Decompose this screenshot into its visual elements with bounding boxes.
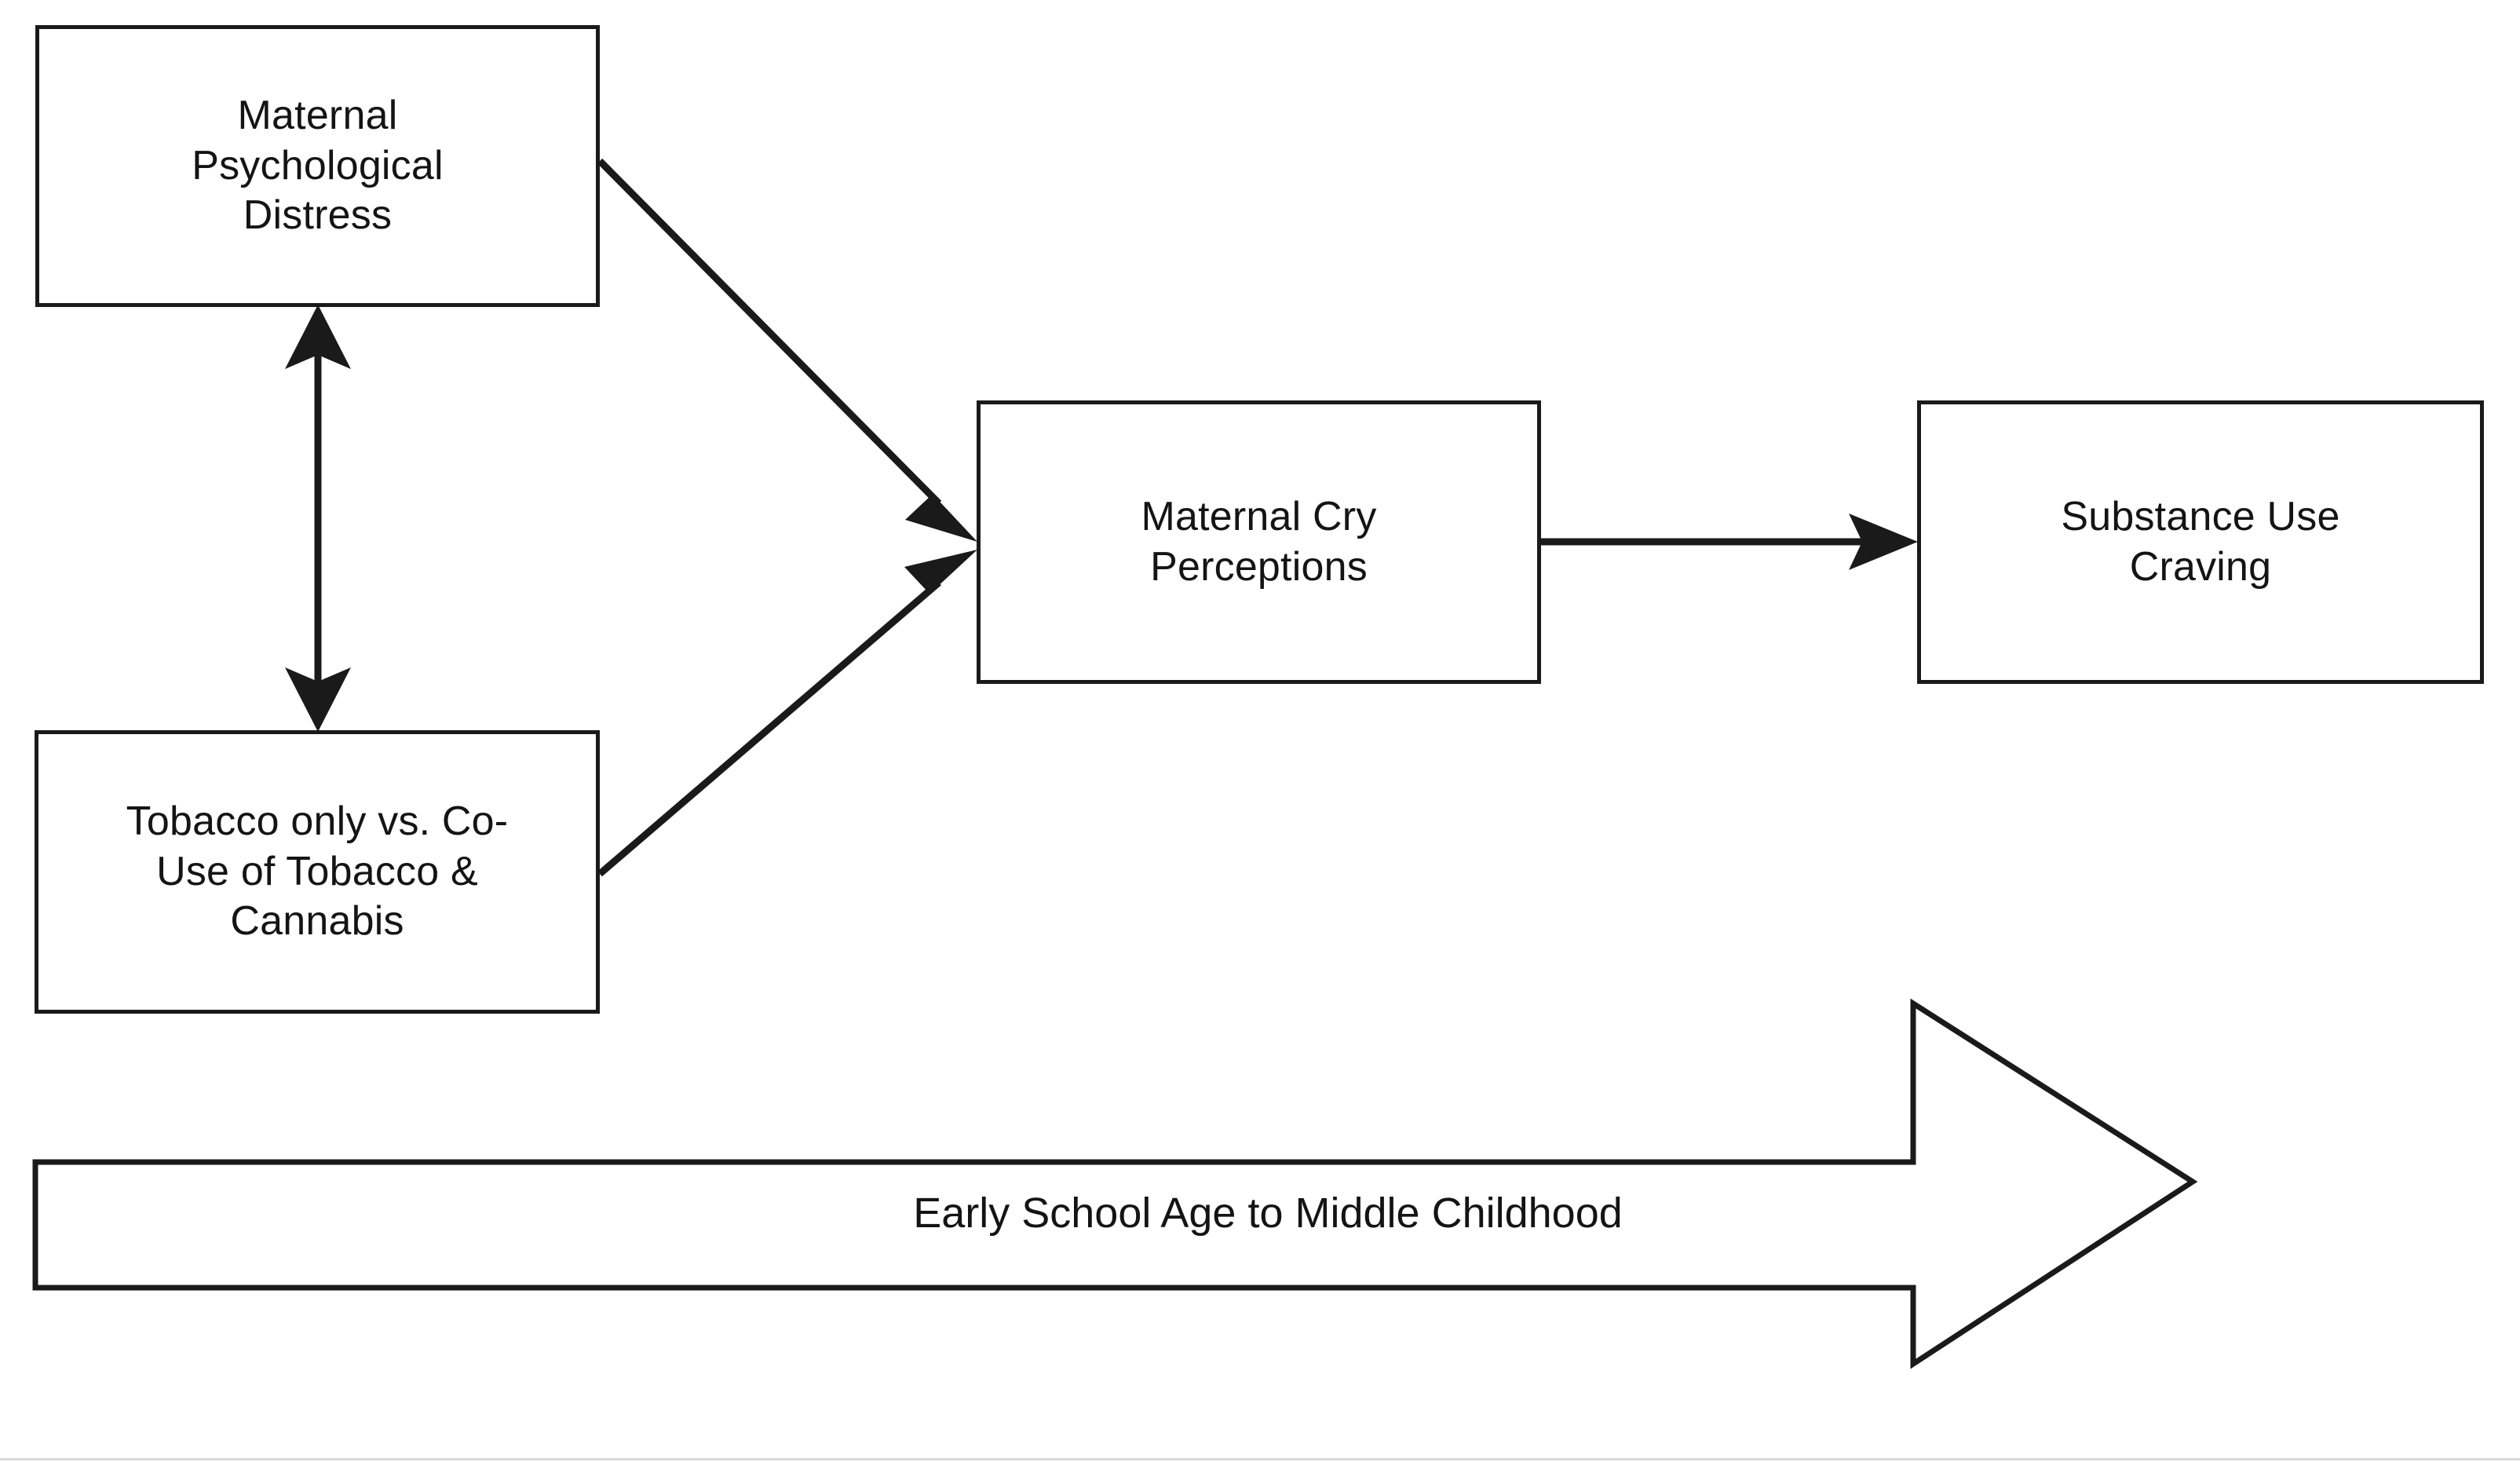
edge-distress-tobacco-correlation	[285, 305, 351, 732]
arrowhead-up-icon	[285, 305, 351, 369]
node-label-maternal-cry-perceptions: Maternal Cry Perceptions	[1141, 494, 1377, 590]
arrowhead-right-icon	[1849, 514, 1918, 570]
arrowhead-diagonal-down-icon	[905, 477, 977, 542]
node-maternal-cry-perceptions[interactable]: Maternal Cry Perceptions	[977, 400, 1541, 684]
node-label-tobacco-only-vs-co-use: Tobacco only vs. Co- Use of Tobacco & Ca…	[126, 799, 509, 945]
timeline-arrow-shape	[32, 998, 2198, 1369]
edge-distress-to-cry	[597, 158, 977, 542]
arrowhead-down-icon	[285, 667, 351, 732]
node-label-substance-use-craving: Substance Use Craving	[2061, 494, 2340, 590]
node-tobacco-only-vs-co-use[interactable]: Tobacco only vs. Co- Use of Tobacco & Ca…	[35, 730, 600, 1014]
edge-cry-to-craving	[1541, 514, 1918, 570]
bottom-divider	[0, 1458, 2520, 1460]
edge-tobacco-to-cry	[597, 550, 977, 877]
node-label-maternal-psychological-distress: Maternal Psychological Distress	[192, 93, 444, 239]
node-substance-use-craving[interactable]: Substance Use Craving	[1917, 400, 2484, 684]
arrowhead-diagonal-up-icon	[904, 550, 977, 609]
node-maternal-psychological-distress[interactable]: Maternal Psychological Distress	[35, 25, 600, 307]
